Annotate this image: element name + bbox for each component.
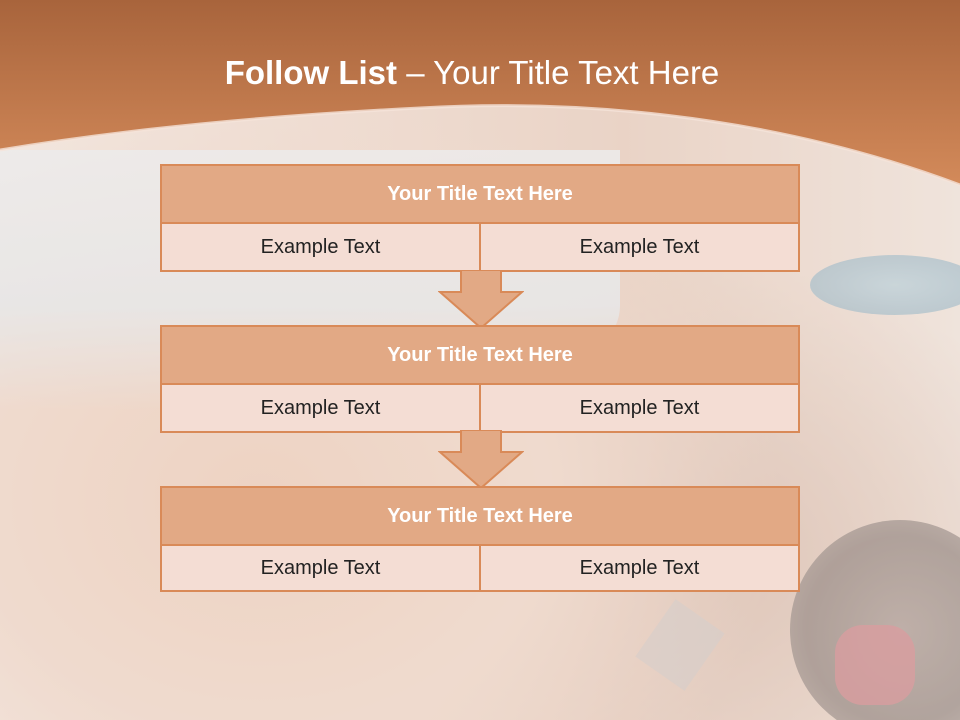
step-title: Your Title Text Here [162, 166, 798, 224]
step-box-2: Your Title Text Here Example Text Exampl… [160, 325, 800, 433]
step-left-text: Example Text [162, 224, 479, 270]
step-left-text: Example Text [162, 546, 479, 590]
slide-title-rest: – Your Title Text Here [397, 54, 720, 91]
step-title: Your Title Text Here [162, 327, 798, 385]
step-right-text: Example Text [479, 224, 798, 270]
down-arrow-icon [438, 270, 524, 330]
step-title: Your Title Text Here [162, 488, 798, 546]
step-box-1: Your Title Text Here Example Text Exampl… [160, 164, 800, 272]
slide-title-bold: Follow List [224, 54, 398, 91]
step-box-3: Your Title Text Here Example Text Exampl… [160, 486, 800, 592]
header-banner: Follow List – Your Title Text Here [0, 0, 960, 200]
step-right-text: Example Text [479, 546, 798, 590]
step-left-text: Example Text [162, 385, 479, 431]
slide-title: Follow List – Your Title Text Here [0, 54, 944, 92]
down-arrow-icon [438, 430, 524, 490]
step-right-text: Example Text [479, 385, 798, 431]
